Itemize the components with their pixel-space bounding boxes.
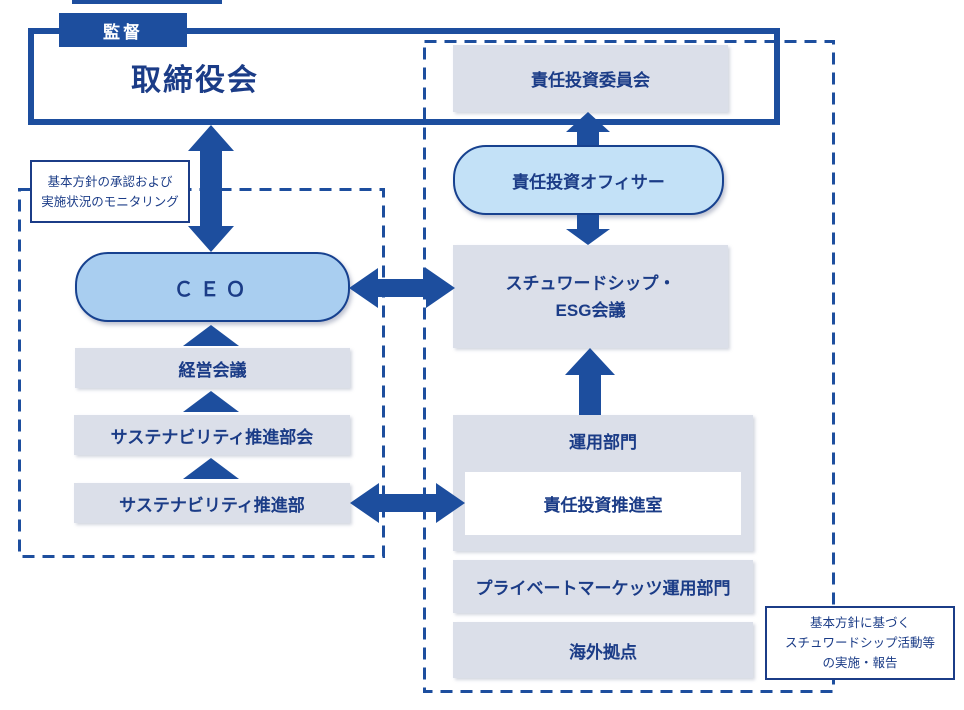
ceo-box: ＣＥＯ (75, 252, 350, 322)
overseas-offices-box: 海外拠点 (453, 622, 753, 678)
stewardship-esg-meeting-line2: ESG会議 (555, 300, 626, 320)
overseas-offices-label: 海外拠点 (569, 642, 637, 662)
responsible-investment-officer-box: 責任投資オフィサー (453, 145, 724, 215)
management-meeting-box: 経営会議 (75, 348, 350, 388)
approval-note-box: 基本方針の承認および 実施状況のモニタリング (30, 160, 190, 223)
approval-note-line1: 基本方針の承認および (47, 174, 173, 189)
stewardship-esg-meeting-box: スチュワードシップ・ ESG会議 (453, 245, 728, 348)
supervision-label: 監督 (103, 22, 143, 42)
investment-division-label: 運用部門 (569, 433, 637, 452)
management-meeting-label: 経営会議 (178, 360, 247, 380)
responsible-investment-committee-box: 責任投資委員会 (453, 45, 728, 112)
sustainability-department-box: サステナビリティ推進部 (74, 483, 350, 523)
investment-division-box: 運用部門 責任投資推進室 (453, 415, 753, 551)
private-markets-division-box: プライベートマーケッツ運用部門 (453, 560, 753, 613)
sustainability-subcommittee-box: サステナビリティ推進部会 (74, 415, 350, 455)
right-dashed-group-border (423, 40, 835, 693)
implementation-note-line1: 基本方針に基づく (809, 616, 910, 630)
responsible-investment-officer-label: 責任投資オフィサー (512, 172, 665, 192)
responsible-investment-office-box: 責任投資推進室 (465, 472, 741, 535)
approval-note-line2: 実施状況のモニタリング (41, 194, 179, 209)
private-markets-division-label: プライベートマーケッツ運用部門 (475, 579, 731, 598)
implementation-note-line2: スチュワードシップ活動等 (784, 636, 935, 650)
implementation-note-line3: の実施・報告 (822, 656, 898, 670)
top-edge-sliver (72, 0, 222, 4)
implementation-note-box: 基本方針に基づく スチュワードシップ活動等 の実施・報告 (765, 606, 955, 680)
board-of-directors-label: 取締役会 (131, 63, 259, 97)
responsible-investment-office-label: 責任投資推進室 (543, 496, 663, 515)
sustainability-subcommittee-label: サステナビリティ推進部会 (110, 427, 314, 447)
stewardship-esg-meeting-line1: スチュワードシップ・ (505, 273, 676, 293)
sustainability-department-label: サステナビリティ推進部 (119, 495, 305, 515)
responsible-investment-committee-label: 責任投資委員会 (531, 71, 650, 90)
supervision-tab: 監督 (59, 13, 187, 47)
ceo-label: ＣＥＯ (173, 278, 252, 301)
